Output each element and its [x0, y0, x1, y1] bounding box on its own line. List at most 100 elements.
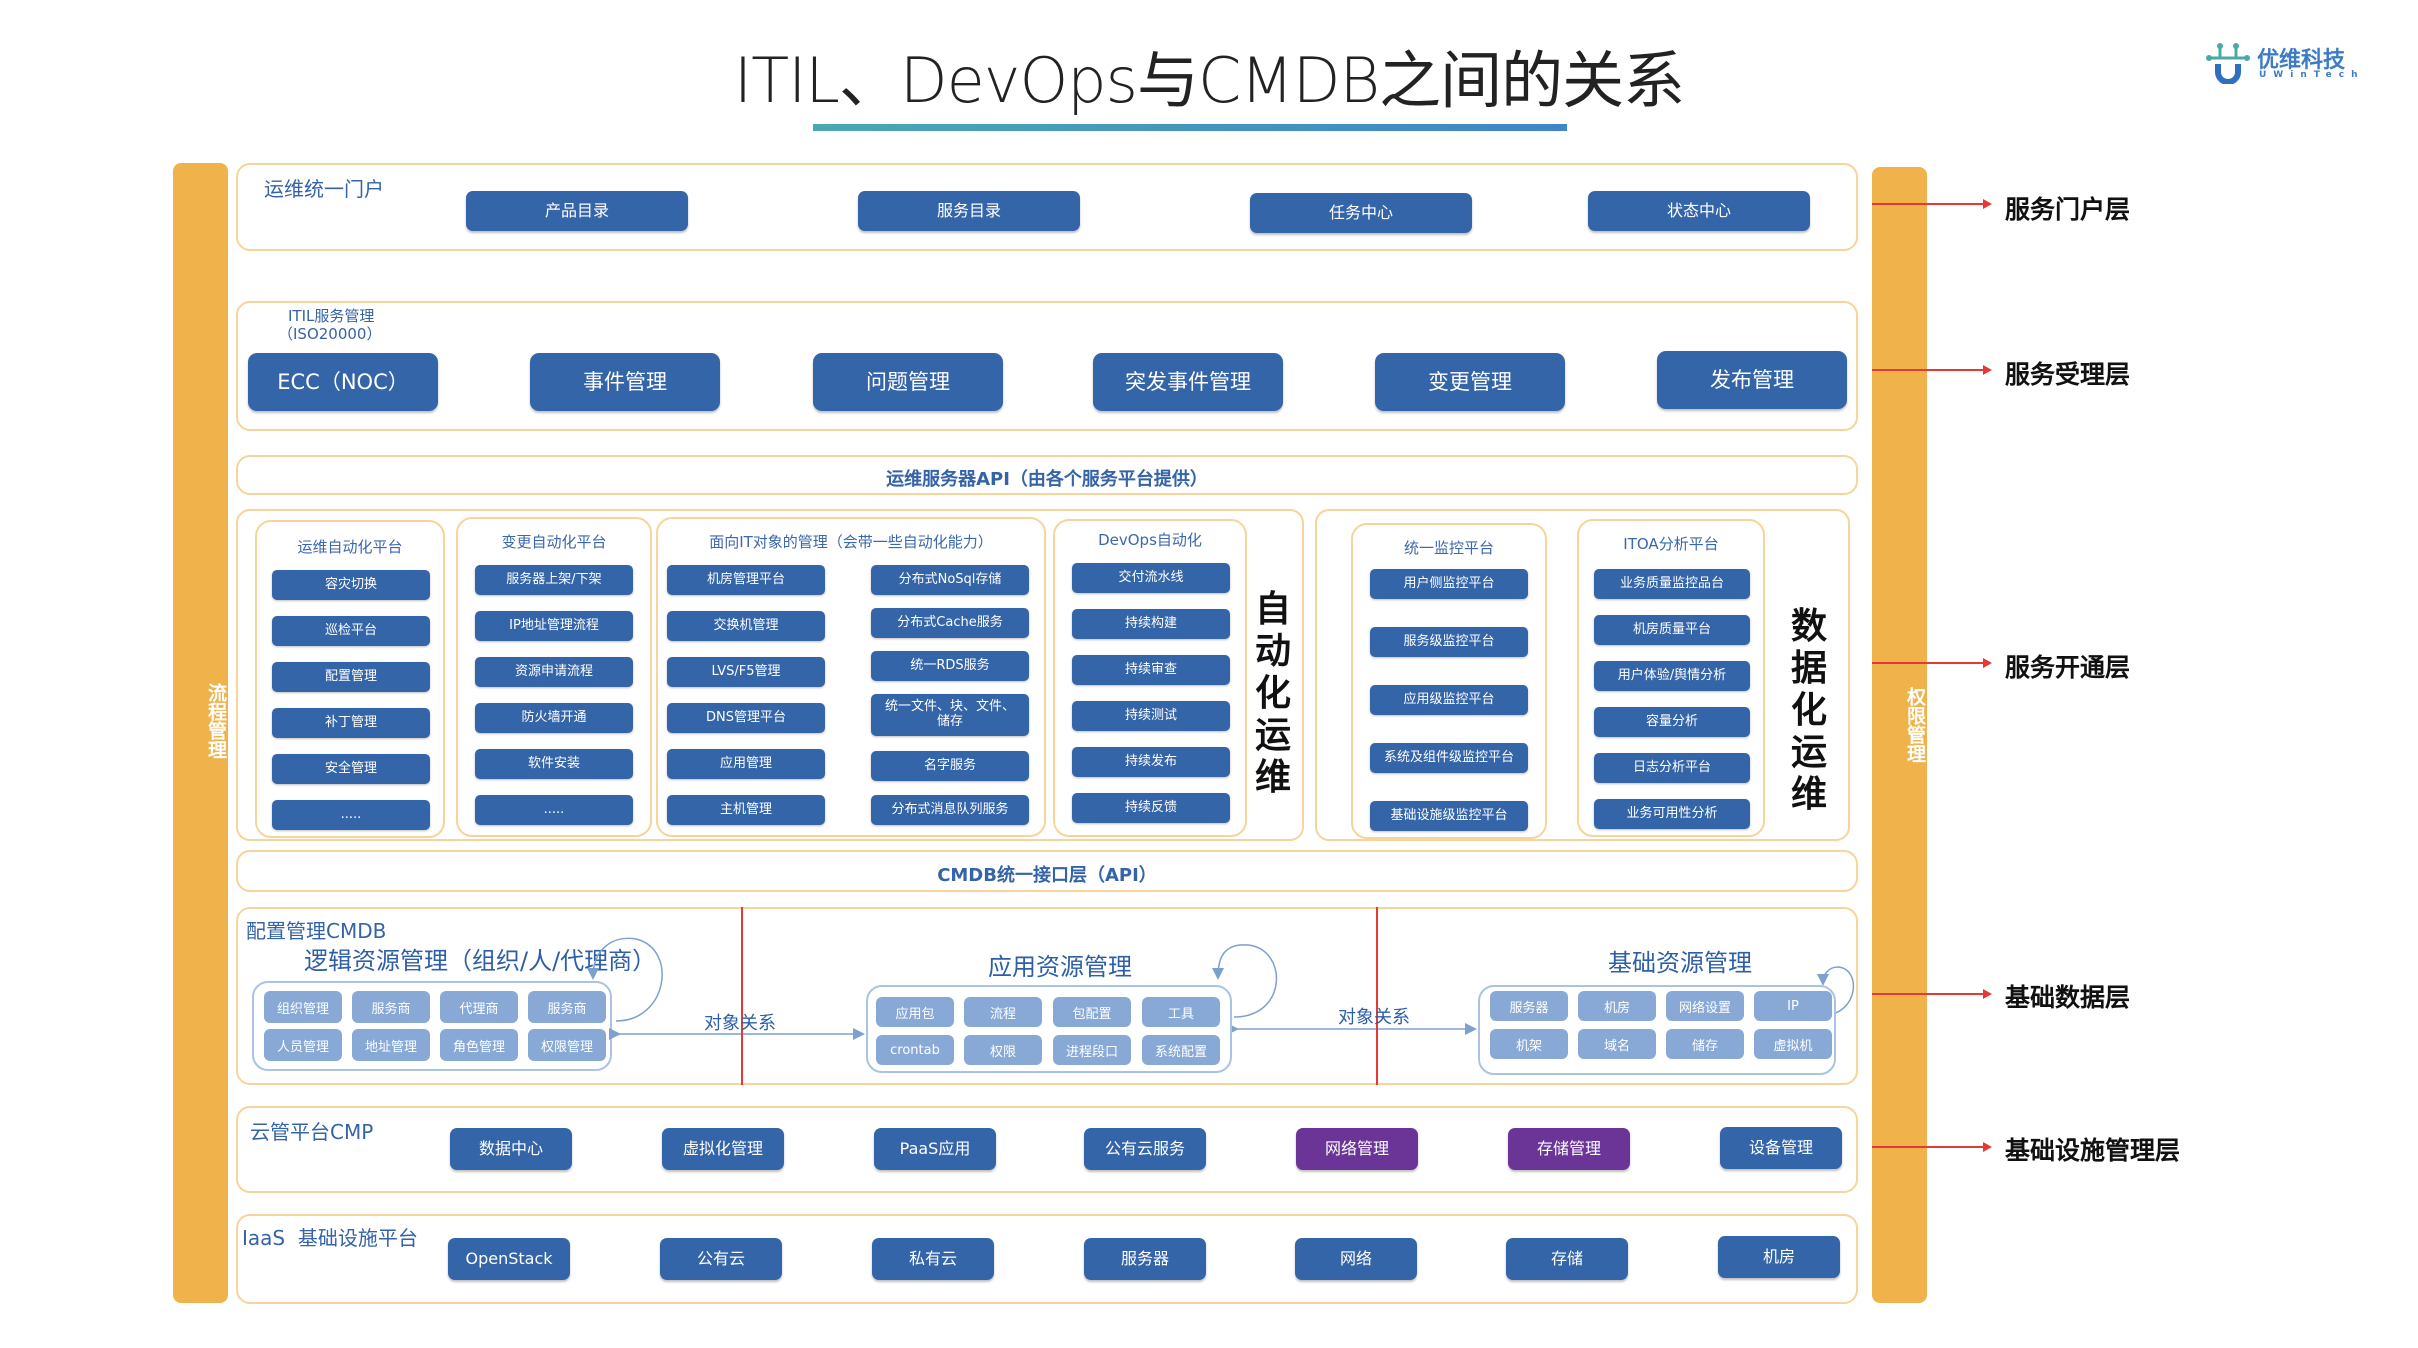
cmp-item-public-cloud-service[interactable]: 公有云服务 [1084, 1128, 1206, 1170]
cmdb-cell[interactable]: 机架 [1490, 1029, 1568, 1059]
cmdb-cell[interactable]: 机房 [1578, 991, 1656, 1021]
itoa-item[interactable]: 容量分析 [1594, 707, 1750, 737]
basic-resource-box: 服务器 机房 网络设置 IP 机架 域名 储存 虚拟机 [1478, 985, 1836, 1075]
itil-item-release[interactable]: 发布管理 [1657, 351, 1847, 409]
cmdb-cell[interactable]: 代理商 [440, 991, 518, 1023]
monitor-item[interactable]: 用户侧监控平台 [1370, 569, 1528, 599]
cmdb-cell[interactable]: 包配置 [1053, 997, 1131, 1027]
monitor-item[interactable]: 基础设施级监控平台 [1370, 801, 1528, 831]
cmp-item-storage-management[interactable]: 存储管理 [1508, 1128, 1630, 1170]
ops-item-more[interactable]: ..... [272, 800, 430, 830]
cmdb-cell[interactable]: 虚拟机 [1754, 1029, 1832, 1059]
portal-item-task-center[interactable]: 任务中心 [1250, 193, 1472, 233]
cmdb-cell[interactable]: 服务器 [1490, 991, 1568, 1021]
itobj-item[interactable]: 主机管理 [667, 795, 825, 825]
iaas-item-server[interactable]: 服务器 [1084, 1238, 1206, 1280]
itobj-item[interactable]: 分布式消息队列服务 [871, 795, 1029, 825]
cmdb-cell[interactable]: 系统配置 [1142, 1035, 1220, 1065]
itobj-item[interactable]: DNS管理平台 [667, 703, 825, 733]
iaas-item-storage[interactable]: 存储 [1506, 1238, 1628, 1280]
arrow-service-portal [1872, 199, 1992, 209]
cmdb-cell[interactable]: 进程段口 [1053, 1035, 1131, 1065]
cmdb-cell[interactable]: 储存 [1666, 1029, 1744, 1059]
title-underline [813, 124, 1567, 131]
cmp-item-data-center[interactable]: 数据中心 [450, 1128, 572, 1170]
itobj-item[interactable]: LVS/F5管理 [667, 657, 825, 687]
itobj-item[interactable]: 分布式NoSql存储 [871, 565, 1029, 595]
itoa-item[interactable]: 机房质量平台 [1594, 615, 1750, 645]
itoa-item[interactable]: 用户体验/舆情分析 [1594, 661, 1750, 691]
cmdb-cell[interactable]: 服务商 [528, 991, 606, 1023]
cmp-item-virtualization[interactable]: 虚拟化管理 [662, 1128, 784, 1170]
itil-item-incident[interactable]: 事件管理 [530, 353, 720, 411]
devops-item-feedback[interactable]: 持续反馈 [1072, 793, 1230, 823]
devops-item-build[interactable]: 持续构建 [1072, 609, 1230, 639]
devops-item-pipeline[interactable]: 交付流水线 [1072, 563, 1230, 593]
cmdb-cell[interactable]: 服务商 [352, 991, 430, 1023]
cmdb-cell[interactable]: crontab [876, 1035, 954, 1065]
cmdb-cell[interactable]: IP [1754, 991, 1832, 1021]
itobj-item[interactable]: 分布式Cache服务 [871, 608, 1029, 638]
ops-item-inspection[interactable]: 巡检平台 [272, 616, 430, 646]
itil-item-major-incident[interactable]: 突发事件管理 [1093, 353, 1283, 411]
monitor-item[interactable]: 应用级监控平台 [1370, 685, 1528, 715]
cmdb-cell[interactable]: 人员管理 [264, 1029, 342, 1061]
change-item-server-rack[interactable]: 服务器上架/下架 [475, 565, 633, 595]
cmp-item-network-management[interactable]: 网络管理 [1296, 1128, 1418, 1170]
itil-item-change[interactable]: 变更管理 [1375, 353, 1565, 411]
itoa-item[interactable]: 业务可用性分析 [1594, 799, 1750, 829]
cmdb-cell[interactable]: 组织管理 [264, 991, 342, 1023]
monitor-item[interactable]: 系统及组件级监控平台 [1370, 743, 1528, 773]
monitor-item[interactable]: 服务级监控平台 [1370, 627, 1528, 657]
itobj-item[interactable]: 应用管理 [667, 749, 825, 779]
group-title: ITOA分析平台 [1623, 535, 1719, 553]
logical-resource-box: 组织管理 服务商 代理商 服务商 人员管理 地址管理 角色管理 权限管理 [252, 981, 612, 1071]
change-item-firewall[interactable]: 防火墙开通 [475, 703, 633, 733]
logo-text-cn: 优维科技 [2257, 48, 2346, 73]
automation-ops-label: 自动化运维 [1254, 589, 1291, 798]
cmdb-cell[interactable]: 地址管理 [352, 1029, 430, 1061]
portal-item-status-center[interactable]: 状态中心 [1588, 191, 1810, 231]
portal-item-product-catalog[interactable]: 产品目录 [466, 191, 688, 231]
itobj-item[interactable]: 名字服务 [871, 751, 1029, 781]
cmdb-cell[interactable]: 网络设置 [1666, 991, 1744, 1021]
cmdb-cell[interactable]: 域名 [1578, 1029, 1656, 1059]
ops-item-patch[interactable]: 补丁管理 [272, 708, 430, 738]
iaas-item-network[interactable]: 网络 [1295, 1238, 1417, 1280]
devops-item-review[interactable]: 持续审查 [1072, 655, 1230, 685]
itoa-item[interactable]: 日志分析平台 [1594, 753, 1750, 783]
cmdb-cell[interactable]: 角色管理 [440, 1029, 518, 1061]
devops-item-release[interactable]: 持续发布 [1072, 747, 1230, 777]
iaas-item-openstack[interactable]: OpenStack [448, 1238, 570, 1280]
iaas-item-private-cloud[interactable]: 私有云 [872, 1238, 994, 1280]
itobj-item[interactable]: 机房管理平台 [667, 565, 825, 595]
cmdb-cell[interactable]: 权限 [964, 1035, 1042, 1065]
itil-item-problem[interactable]: 问题管理 [813, 353, 1003, 411]
app-resource-title: 应用资源管理 [988, 953, 1132, 981]
change-item-ip-management[interactable]: IP地址管理流程 [475, 611, 633, 641]
itobj-item[interactable]: 交换机管理 [667, 611, 825, 641]
ops-item-disaster-recovery[interactable]: 容灾切换 [272, 570, 430, 600]
change-item-software-install[interactable]: 软件安装 [475, 749, 633, 779]
cmp-item-paas[interactable]: PaaS应用 [874, 1128, 996, 1170]
portal-item-service-catalog[interactable]: 服务目录 [858, 191, 1080, 231]
itil-item-ecc-noc[interactable]: ECC（NOC） [248, 353, 438, 411]
change-item-resource-request[interactable]: 资源申请流程 [475, 657, 633, 687]
itobj-item[interactable]: 统一RDS服务 [871, 651, 1029, 681]
itobj-item[interactable]: 统一文件、块、文件、储存 [871, 694, 1029, 736]
iaas-layer: IaaS 基础设施平台 OpenStack 公有云 私有云 服务器 网络 存储 … [236, 1214, 1858, 1304]
cmp-item-device-management[interactable]: 设备管理 [1720, 1127, 1842, 1169]
relation-label-left: 对象关系 [704, 1013, 776, 1034]
change-item-more[interactable]: ..... [475, 795, 633, 825]
devops-item-test[interactable]: 持续测试 [1072, 701, 1230, 731]
ops-item-security[interactable]: 安全管理 [272, 754, 430, 784]
itoa-item[interactable]: 业务质量监控品台 [1594, 569, 1750, 599]
iaas-item-datacenter-room[interactable]: 机房 [1718, 1236, 1840, 1278]
cmdb-cell[interactable]: 应用包 [876, 997, 954, 1027]
cmdb-cell[interactable]: 权限管理 [528, 1029, 606, 1061]
iaas-item-public-cloud[interactable]: 公有云 [660, 1238, 782, 1280]
ops-item-config[interactable]: 配置管理 [272, 662, 430, 692]
group-title: 统一监控平台 [1403, 539, 1494, 557]
cmdb-cell[interactable]: 工具 [1142, 997, 1220, 1027]
cmdb-cell[interactable]: 流程 [964, 997, 1042, 1027]
